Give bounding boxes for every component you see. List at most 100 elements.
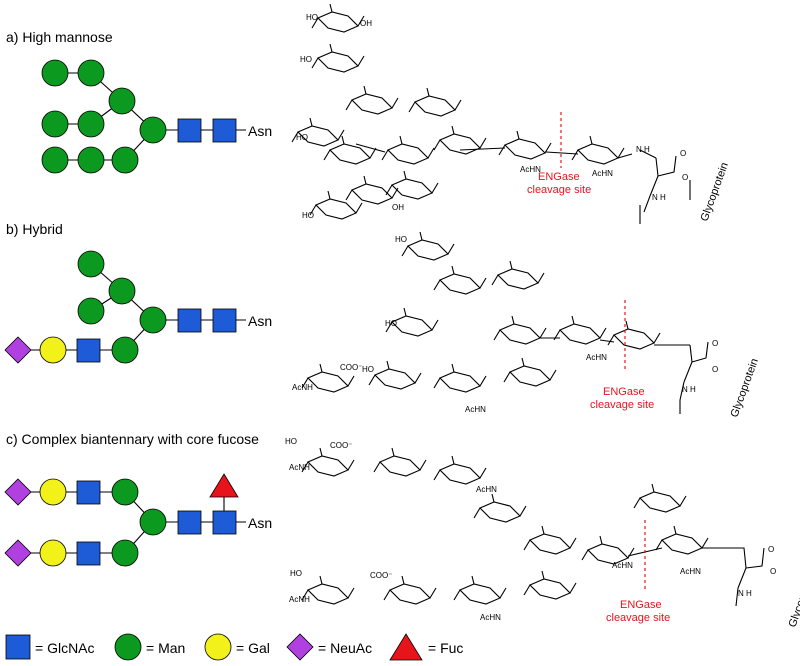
glcnac-residue (177, 308, 202, 333)
man-residue (111, 336, 139, 364)
man-residue (77, 110, 105, 138)
oh-label: HO (290, 569, 302, 578)
oh-label: HO (385, 319, 397, 328)
gal-residue (39, 539, 67, 567)
oh-label: HO (395, 235, 407, 244)
nh-label: N (738, 589, 744, 598)
man-residue (139, 116, 167, 144)
coo-label: COO⁻ (340, 363, 362, 372)
achn-label: AcHN (480, 613, 501, 622)
gal-residue (39, 336, 67, 364)
glcnac-residue (76, 541, 101, 566)
engase-label: ENGase (620, 599, 662, 611)
man-residue (108, 277, 136, 305)
section-a-label: a) High mannose (6, 29, 113, 45)
complex-symbol: Asn (4, 473, 272, 567)
glycoprotein-label: Glycoprotein (787, 567, 800, 629)
neuac-residue (4, 478, 32, 506)
h-label: H (660, 193, 666, 202)
legend-fuc-icon (389, 633, 423, 661)
man-residue (111, 478, 139, 506)
glcnac-residue (212, 308, 237, 333)
o-label: O (712, 365, 718, 374)
hybrid-structure: HO HO HO AcNH COO⁻ AcHN AcHN O O N H Gly… (292, 231, 761, 419)
nh-label: N (652, 193, 658, 202)
man-residue (139, 306, 167, 334)
achn-label: AcHN (612, 561, 633, 570)
o-label: O (768, 545, 774, 554)
legend-gal-icon (204, 633, 232, 661)
glycoprotein-label: Glycoprotein (699, 161, 731, 223)
man-residue (111, 146, 139, 174)
glcnac-residue (76, 480, 101, 505)
glycoprotein-label: Glycoprotein (729, 357, 761, 419)
achn-label: AcHN (680, 567, 701, 576)
high-mannose-structure: HO HO HO HO OH OH AcHN AcHN N H O O N H … (291, 3, 731, 224)
o-label: O (712, 339, 718, 348)
legend-neuac-label: = NeuAc (318, 640, 372, 656)
achn-label: AcHN (465, 405, 486, 414)
asn-label: Asn (248, 313, 272, 329)
man-residue (41, 110, 69, 138)
gal-residue (39, 478, 67, 506)
h-label: H (746, 589, 752, 598)
achn-label: AcNH (292, 383, 313, 392)
oh-label: HO (296, 133, 308, 142)
legend-gal-label: = Gal (236, 640, 270, 656)
neuac-residue (4, 336, 32, 364)
cleavage-site-label: cleavage site (527, 184, 591, 196)
asn-label: Asn (248, 515, 272, 531)
achn-label: AcHN (520, 165, 541, 174)
glcnac-residue (177, 118, 202, 143)
glcnac-residue (177, 510, 202, 535)
legend: = GlcNAc = Man = Gal = NeuAc = Fuc (5, 633, 463, 661)
cleavage-site-label: cleavage site (606, 612, 670, 624)
man-residue (108, 87, 136, 115)
h-label: H (690, 385, 696, 394)
engase-label: ENGase (603, 386, 645, 398)
asn-label: Asn (248, 123, 272, 139)
neuac-residue (4, 539, 32, 567)
legend-neuac-icon (286, 633, 314, 661)
oh-label: HO (362, 365, 374, 374)
fuc-residue (209, 473, 239, 498)
o-label: O (680, 149, 686, 158)
man-residue (77, 250, 105, 278)
man-residue (77, 59, 105, 87)
complex-structure: HO AcNH COO⁻ AcHN HO AcNH COO⁻ AcHN AcHN… (285, 437, 800, 629)
h-label: H (644, 145, 650, 154)
nh-label: N (682, 385, 688, 394)
legend-glcnac-label: = GlcNAc (35, 640, 95, 656)
legend-fuc-label: = Fuc (428, 640, 463, 656)
glcnac-residue (212, 510, 237, 535)
achn-label: AcNH (289, 463, 310, 472)
o-label: O (682, 173, 688, 182)
achn-label: AcHN (586, 353, 607, 362)
legend-glcnac-icon (5, 634, 31, 660)
legend-man-icon (114, 633, 142, 661)
man-residue (41, 146, 69, 174)
man-residue (111, 539, 139, 567)
achn-label: AcNH (289, 595, 310, 604)
cleavage-site-label: cleavage site (590, 399, 654, 411)
man-residue (77, 146, 105, 174)
oh-label: HO (300, 55, 312, 64)
section-b-label: b) Hybrid (6, 221, 63, 237)
coo-label: COO⁻ (370, 571, 392, 580)
man-residue (41, 59, 69, 87)
oh-label: HO (302, 211, 314, 220)
hybrid-symbol: Asn (4, 250, 272, 364)
coo-label: COO⁻ (330, 441, 352, 450)
oh-label: HO (306, 13, 318, 22)
high-mannose-symbol: Asn (41, 59, 272, 174)
o-label: O (770, 567, 776, 576)
oh-label: OH (360, 19, 372, 28)
legend-man-label: = Man (146, 640, 185, 656)
man-residue (77, 297, 105, 325)
achn-label: AcHN (476, 485, 497, 494)
engase-label: ENGase (538, 171, 580, 183)
glcnac-residue (76, 338, 101, 363)
oh-label: OH (392, 203, 404, 212)
oh-label: HO (285, 437, 297, 446)
